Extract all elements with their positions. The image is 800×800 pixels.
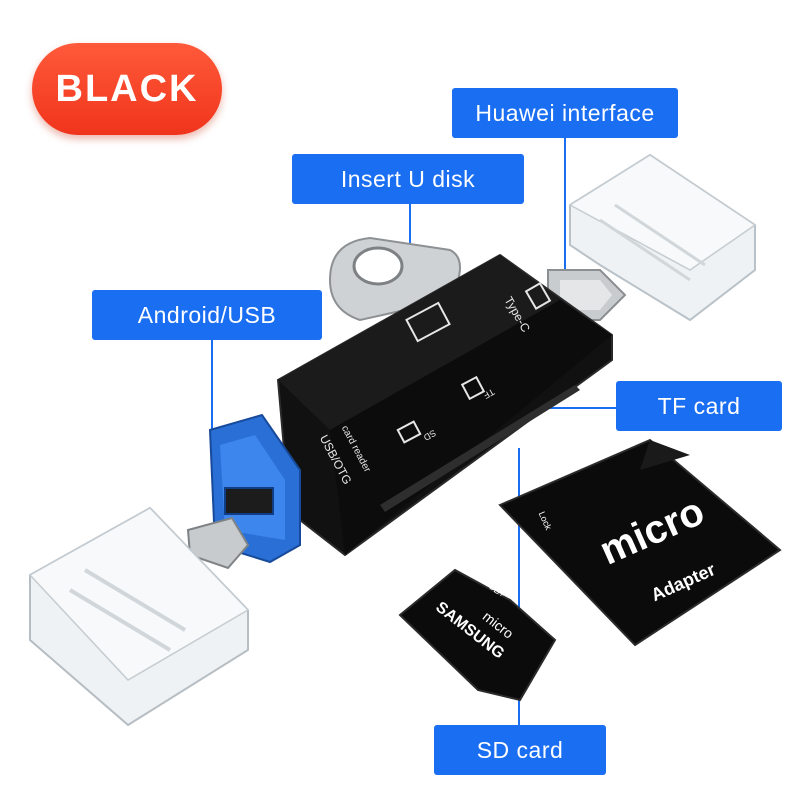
usb-cap <box>28 506 250 727</box>
usb-connector <box>186 413 301 570</box>
micro-sd-card: SAMSUNG micro 2GB+ <box>398 568 557 702</box>
label-sd-card: SD card <box>434 725 606 775</box>
label-tf-card: TF card <box>616 381 782 431</box>
tf-text: TF <box>481 387 496 401</box>
label-huawei-interface: Huawei interface <box>452 88 678 138</box>
reader-body: Type-C TF SD USB/OTG card reader <box>276 253 613 557</box>
label-insert-u-disk: Insert U disk <box>292 154 524 204</box>
color-badge: BLACK <box>32 43 222 135</box>
type-c-cap <box>568 153 757 322</box>
typec-icon <box>524 281 552 311</box>
tf-slot-icon <box>460 375 486 401</box>
label-android-usb: Android/USB <box>92 290 322 340</box>
sd-slot-icon <box>396 420 422 444</box>
usb-slot-icon <box>405 301 451 343</box>
sd-adapter: micro Adapter Lock <box>498 438 782 647</box>
